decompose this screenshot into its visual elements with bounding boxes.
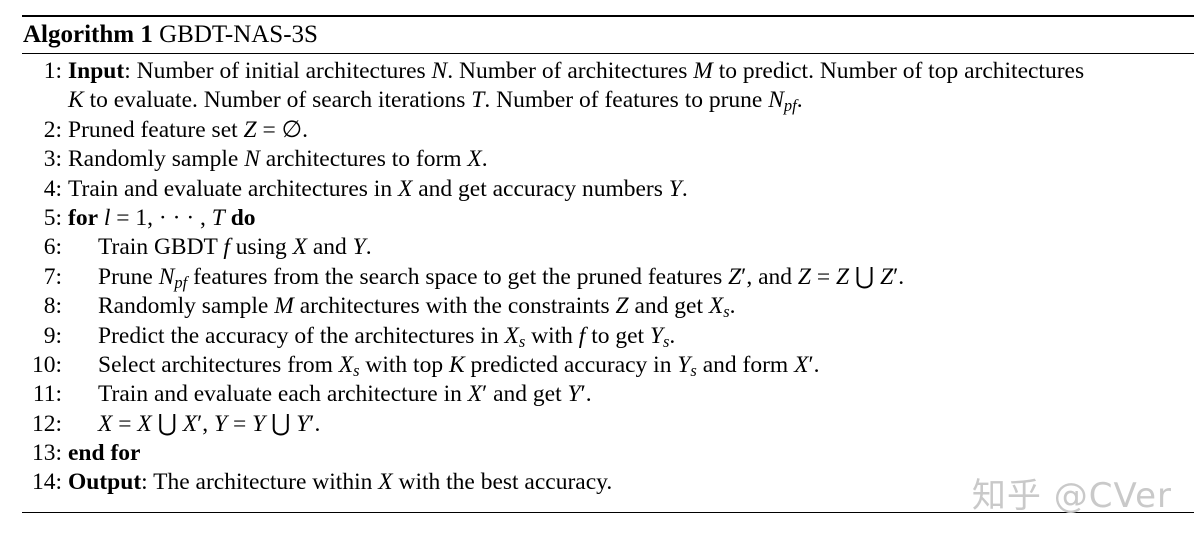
algorithm-line: 3:Randomly sample N architectures to for… [22, 145, 1194, 174]
algorithm-title: Algorithm 1 GBDT-NAS-3S [22, 17, 1194, 53]
line-number: 2: [43, 116, 62, 143]
line-continuation: K to evaluate. Number of search iteratio… [68, 87, 803, 116]
watermark: 知乎 @CVer [971, 476, 1172, 516]
algorithm-line: 1:Input: Number of initial architectures… [22, 57, 1194, 86]
algorithm-line: 10: Select architectures from Xs with top… [22, 351, 1194, 380]
line-number: 8: [43, 293, 62, 320]
algorithm-line: 14:Output: The architecture within X wit… [22, 468, 1194, 497]
line-text: Predict the accuracy of the architecture… [98, 322, 676, 351]
algorithm-label: Algorithm 1 [23, 21, 153, 48]
algorithm-name: GBDT-NAS-3S [159, 21, 318, 48]
algorithm-line: 12: X = X ⋃ X′, Y = Y ⋃ Y′. [22, 410, 1194, 439]
line-number: 9: [43, 322, 62, 349]
line-text: Prune Npf features from the search space… [98, 263, 905, 292]
line-text: Train and evaluate architectures in X an… [68, 175, 688, 202]
title-rule [22, 53, 1194, 54]
line-number: 14: [31, 469, 62, 496]
line-text: Pruned feature set Z = ∅. [68, 116, 308, 143]
line-text: Input: Number of initial architectures N… [68, 58, 1085, 84]
line-number: 4: [43, 175, 62, 202]
algorithm-line: 2:Pruned feature set Z = ∅. [22, 116, 1194, 145]
line-text: Select architectures from Xs with top K … [98, 351, 820, 381]
line-number: 5: [43, 204, 62, 231]
line-number: 10: [31, 351, 62, 378]
line-number: 3: [43, 146, 62, 173]
line-text: end for [68, 440, 141, 467]
algorithm-line: 7: Prune Npf features from the search spa… [22, 263, 1194, 292]
algorithm-line: 11: Train and evaluate each architecture … [22, 380, 1194, 409]
line-number: 13: [31, 440, 62, 467]
line-text: for l = 1, · · · , T do [68, 204, 256, 231]
line-number: 7: [43, 263, 62, 290]
line-number: 1: [43, 58, 62, 84]
algorithm-lines: 1:Input: Number of initial architectures… [22, 54, 1194, 498]
line-number: 12: [31, 410, 62, 437]
algorithm-line: 5:for l = 1, · · · , T do [22, 204, 1194, 233]
line-text: Train GBDT f using X and Y. [98, 234, 372, 261]
algorithm-box: Algorithm 1 GBDT-NAS-3S 1:Input: Number … [22, 15, 1194, 513]
line-text: Output: The architecture within X with t… [68, 469, 613, 496]
line-text: Randomly sample N architectures to form … [68, 146, 488, 173]
line-text: Randomly sample M architectures with the… [98, 293, 736, 322]
algorithm-line: 4:Train and evaluate architectures in X … [22, 175, 1194, 204]
line-text: X = X ⋃ X′, Y = Y ⋃ Y′. [98, 410, 321, 437]
algorithm-line: 9: Predict the accuracy of the architectu… [22, 322, 1194, 351]
bottom-rule [22, 511, 1194, 513]
algorithm-line: 8: Randomly sample M architectures with t… [22, 292, 1194, 321]
top-rule [22, 15, 1194, 17]
line-number: 6: [43, 234, 62, 261]
line-number: 11: [32, 381, 62, 408]
line-text: Train and evaluate each architecture in … [98, 381, 592, 408]
algorithm-line: 13:end for [22, 439, 1194, 468]
algorithm-line: 6: Train GBDT f using X and Y. [22, 233, 1194, 262]
